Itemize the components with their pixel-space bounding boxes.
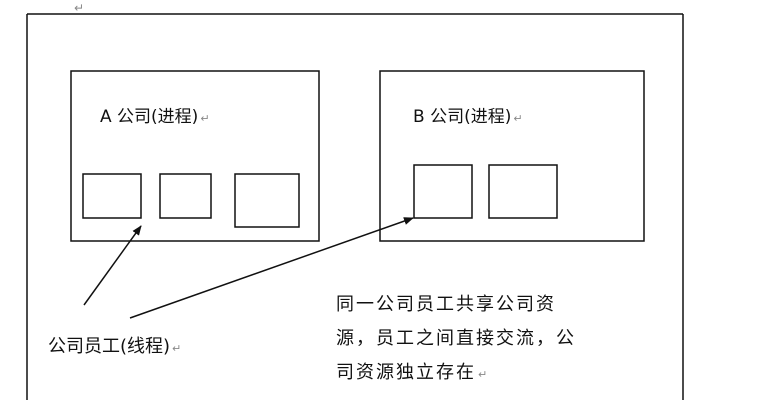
company-a-thread-1: [82, 173, 142, 219]
employee-return-mark: ↵: [172, 342, 181, 355]
employee-thread-label: 公司员工(线程)↵: [48, 336, 181, 357]
arrow-to-company-a-thread: [83, 225, 142, 306]
note-line-1: 同一公司员工共享公司资: [336, 294, 556, 315]
company-b-label-text: B 公司(进程): [413, 107, 511, 127]
company-a-box: [70, 70, 320, 242]
note-return-mark: ↵: [478, 368, 489, 381]
company-b-return-mark: ↵: [513, 112, 522, 125]
company-b-box: [379, 70, 645, 242]
company-a-label: A 公司(进程)↵: [100, 107, 210, 127]
company-b-thread-1: [413, 164, 473, 219]
company-a-thread-2: [159, 173, 212, 219]
note-line-2: 源，员工之间直接交流，公: [336, 328, 576, 349]
company-a-label-text: A 公司(进程): [100, 107, 198, 127]
note-line-1-text: 同一公司员工共享公司资: [336, 294, 556, 315]
note-line-3: 司资源独立存在↵: [336, 362, 489, 383]
outer-frame: [26, 13, 684, 400]
employee-thread-label-text: 公司员工(线程): [48, 336, 170, 357]
company-a-process: A 公司(进程)↵: [70, 70, 320, 242]
company-a-return-mark: ↵: [200, 112, 209, 125]
company-a-thread-3: [234, 173, 300, 228]
company-b-process: B 公司(进程)↵: [379, 70, 645, 242]
note-line-3-text: 司资源独立存在: [336, 362, 476, 383]
arrow-to-company-b-thread: [129, 217, 414, 319]
company-b-thread-2: [488, 164, 558, 219]
top-return-mark: ↵: [74, 1, 84, 15]
company-b-label: B 公司(进程)↵: [413, 107, 523, 127]
note-line-2-text: 源，员工之间直接交流，公: [336, 328, 576, 349]
